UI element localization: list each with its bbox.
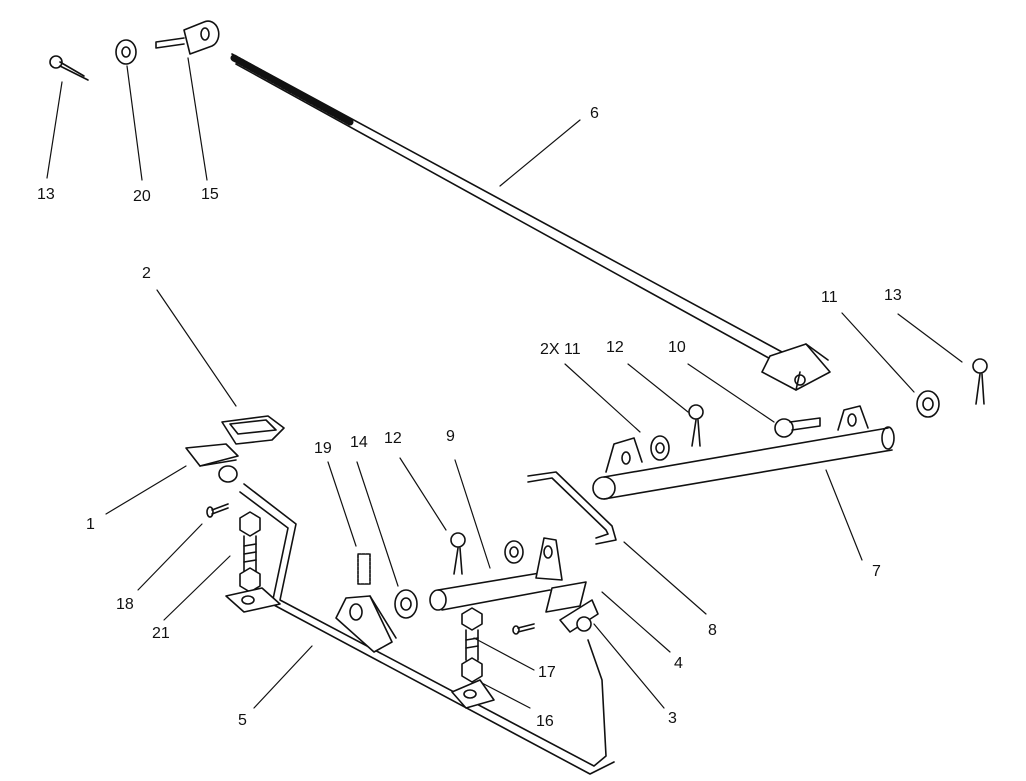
stud-19 (357, 553, 371, 585)
screw-near-17 (512, 623, 535, 635)
callout-18: 18 (116, 596, 134, 613)
washer-20 (115, 39, 137, 65)
callout-11-right: 11 (821, 289, 838, 306)
callout-12-middle: 12 (384, 430, 402, 447)
callout-15: 15 (201, 186, 219, 203)
washer-11-shaft (650, 435, 670, 461)
washer-14 (394, 589, 418, 619)
callout-6: 6 (590, 105, 599, 122)
callout-4: 4 (674, 655, 683, 672)
callout-13-top: 13 (37, 186, 55, 203)
callout-12-right: 12 (606, 339, 624, 356)
pedal-pad-1 (185, 443, 239, 483)
bolt-17 (461, 607, 483, 661)
hair-pin-12-right (688, 404, 704, 447)
callout-8: 8 (708, 622, 717, 639)
clevis-pin-15 (155, 20, 220, 55)
washer-shaft-end (504, 540, 524, 564)
callout-5: 5 (238, 712, 247, 729)
clevis-pin-10 (774, 417, 821, 438)
pedal-lever-5 (225, 483, 615, 775)
nut-16 (451, 657, 495, 709)
callout-21: 21 (152, 625, 170, 642)
leader-lines (46, 57, 963, 709)
callout-10: 10 (668, 339, 686, 356)
threaded-rod-6 (230, 53, 831, 391)
callout-2: 2 (142, 265, 151, 282)
callout-14: 14 (350, 434, 368, 451)
callout-2x-11: 2X 11 (540, 341, 581, 358)
hair-pin-12-middle (450, 532, 466, 575)
callout-20: 20 (133, 188, 151, 205)
callout-1: 1 (86, 516, 95, 533)
callout-19: 19 (314, 440, 332, 457)
plate-4 (545, 581, 599, 633)
pedal-pad-2 (221, 415, 285, 445)
hair-pin-13-right (972, 358, 988, 405)
callout-9: 9 (446, 428, 455, 445)
shaft-9 (429, 571, 551, 611)
bent-rod-8 (527, 471, 617, 545)
cross-shaft-7 (592, 405, 895, 500)
callout-17: 17 (538, 664, 556, 681)
callout-13-right: 13 (884, 287, 902, 304)
screw-18 (206, 503, 229, 518)
callout-7: 7 (872, 563, 881, 580)
washer-11-right (916, 390, 940, 418)
callout-3: 3 (668, 710, 677, 727)
lever-bracket (335, 595, 397, 653)
callout-16: 16 (536, 713, 554, 730)
hair-pin-clip-13-top (49, 55, 89, 81)
shaft-bracket (535, 537, 563, 581)
knob-3 (576, 616, 592, 632)
bolt-21 (239, 511, 261, 593)
